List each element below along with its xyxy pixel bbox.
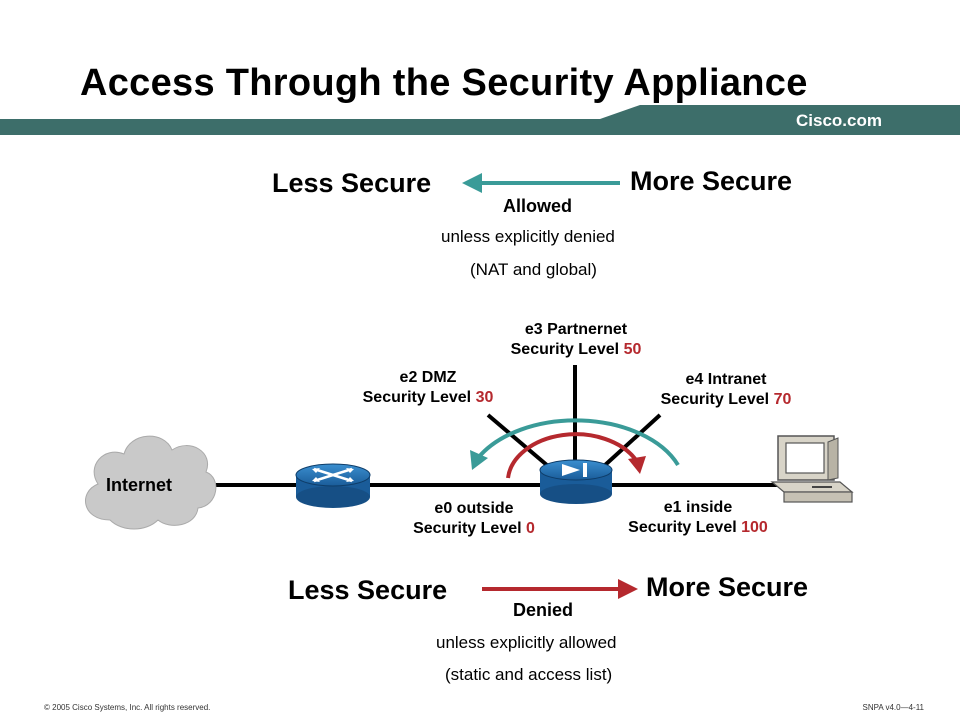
e0-level-prefix: Security Level bbox=[413, 520, 522, 537]
router-icon bbox=[295, 463, 371, 508]
e3-level-value: 50 bbox=[623, 341, 642, 358]
top-more-secure-label: More Secure bbox=[630, 166, 793, 196]
e4-intranet-label: e4 Intranet Security Level 70 bbox=[636, 370, 816, 410]
e1-inside-label: e1 inside Security Level 100 bbox=[600, 498, 796, 538]
e1-name: e1 inside bbox=[663, 499, 733, 516]
bottom-less-secure-label: Less Secure bbox=[288, 575, 448, 605]
e2-level-value: 30 bbox=[475, 389, 494, 406]
e4-name: e4 Intranet bbox=[685, 371, 767, 388]
e0-name: e0 outside bbox=[434, 500, 514, 517]
e3-partnernet-label: e3 Partnernet Security Level 50 bbox=[486, 320, 666, 360]
security-appliance-icon bbox=[539, 459, 613, 504]
e2-dmz-label: e2 DMZ Security Level 30 bbox=[340, 368, 516, 408]
e4-level-prefix: Security Level bbox=[660, 391, 770, 408]
e2-name: e2 DMZ bbox=[399, 369, 457, 386]
top-action-label: Allowed bbox=[503, 196, 573, 216]
top-condition-line2: (NAT and global) bbox=[470, 260, 597, 279]
footer-copyright: © 2005 Cisco Systems, Inc. All rights re… bbox=[44, 703, 211, 712]
bottom-condition-line1: unless explicitly allowed bbox=[436, 633, 617, 652]
e4-level-line: Security Level 70 bbox=[636, 390, 816, 410]
internet-label: Internet bbox=[106, 475, 173, 495]
red-arc-arrow bbox=[506, 432, 638, 479]
e3-level-prefix: Security Level bbox=[510, 341, 620, 358]
teal-arc-arrow bbox=[476, 418, 680, 467]
top-less-secure-label: Less Secure bbox=[272, 168, 432, 198]
e1-level-prefix: Security Level bbox=[628, 519, 737, 536]
e1-level-line: Security Level 100 bbox=[600, 518, 796, 538]
e0-level-value: 0 bbox=[526, 520, 535, 537]
header-banner bbox=[0, 105, 960, 135]
e0-level-line: Security Level 0 bbox=[388, 519, 560, 539]
e4-level-value: 70 bbox=[773, 391, 792, 408]
slide-title: Access Through the Security Appliance bbox=[80, 62, 808, 104]
e2-level-line: Security Level 30 bbox=[340, 388, 516, 408]
bottom-more-secure-label: More Secure bbox=[646, 572, 809, 602]
cloud-icon bbox=[85, 435, 217, 530]
e0-outside-label: e0 outside Security Level 0 bbox=[388, 499, 560, 539]
footer-course-id: SNPA v4.0—4-11 bbox=[862, 703, 924, 712]
bottom-action-label: Denied bbox=[513, 600, 574, 620]
allowed-arrow bbox=[462, 173, 620, 193]
brand-logo-text: Cisco.com bbox=[796, 111, 882, 130]
top-condition-line1: unless explicitly denied bbox=[441, 227, 615, 246]
e3-name: e3 Partnernet bbox=[524, 321, 628, 338]
pc-icon bbox=[770, 435, 854, 503]
link-e2-dmz bbox=[486, 413, 550, 468]
denied-arrow bbox=[482, 579, 638, 599]
e2-level-prefix: Security Level bbox=[362, 389, 472, 406]
bottom-condition-line2: (static and access list) bbox=[445, 665, 613, 684]
e3-level-line: Security Level 50 bbox=[486, 340, 666, 360]
e1-level-value: 100 bbox=[741, 519, 768, 536]
link-e4-intranet bbox=[602, 413, 662, 468]
